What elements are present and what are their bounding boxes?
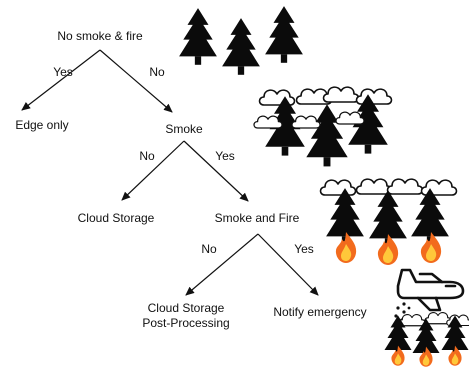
- edge-fire-yes: [257, 233, 319, 296]
- edge-smoke-no: [121, 140, 185, 201]
- node-cloud-post-processing-line1: Cloud Storage: [148, 301, 225, 315]
- node-edge-only: Edge only: [15, 118, 68, 132]
- edge-root-no: [99, 49, 173, 113]
- node-root: No smoke & fire: [57, 29, 143, 43]
- node-notify-emergency: Notify emergency: [273, 305, 366, 319]
- node-smoke: Smoke: [165, 122, 203, 136]
- branch-root-yes: Yes: [53, 65, 73, 79]
- forest-icon: [179, 6, 303, 75]
- node-smoke-and-fire: Smoke and Fire: [215, 211, 300, 225]
- node-cloud-storage: Cloud Storage: [78, 211, 155, 225]
- branch-fire-no: No: [201, 242, 217, 256]
- branch-smoke-yes: Yes: [215, 149, 235, 163]
- branch-smoke-no: No: [139, 149, 155, 163]
- node-cloud-post-processing-line2: Post-Processing: [142, 316, 229, 330]
- smoky-forest-icon: [253, 86, 393, 167]
- branch-root-no: No: [149, 65, 165, 79]
- edge-fire-no: [185, 233, 259, 296]
- forest-fire-icon: [319, 178, 458, 265]
- edge-root-yes: [21, 49, 101, 111]
- branch-fire-yes: Yes: [294, 242, 314, 256]
- edge-smoke-yes: [183, 140, 249, 202]
- firefighting-airplane-icon: [384, 268, 469, 367]
- edges: [21, 49, 319, 296]
